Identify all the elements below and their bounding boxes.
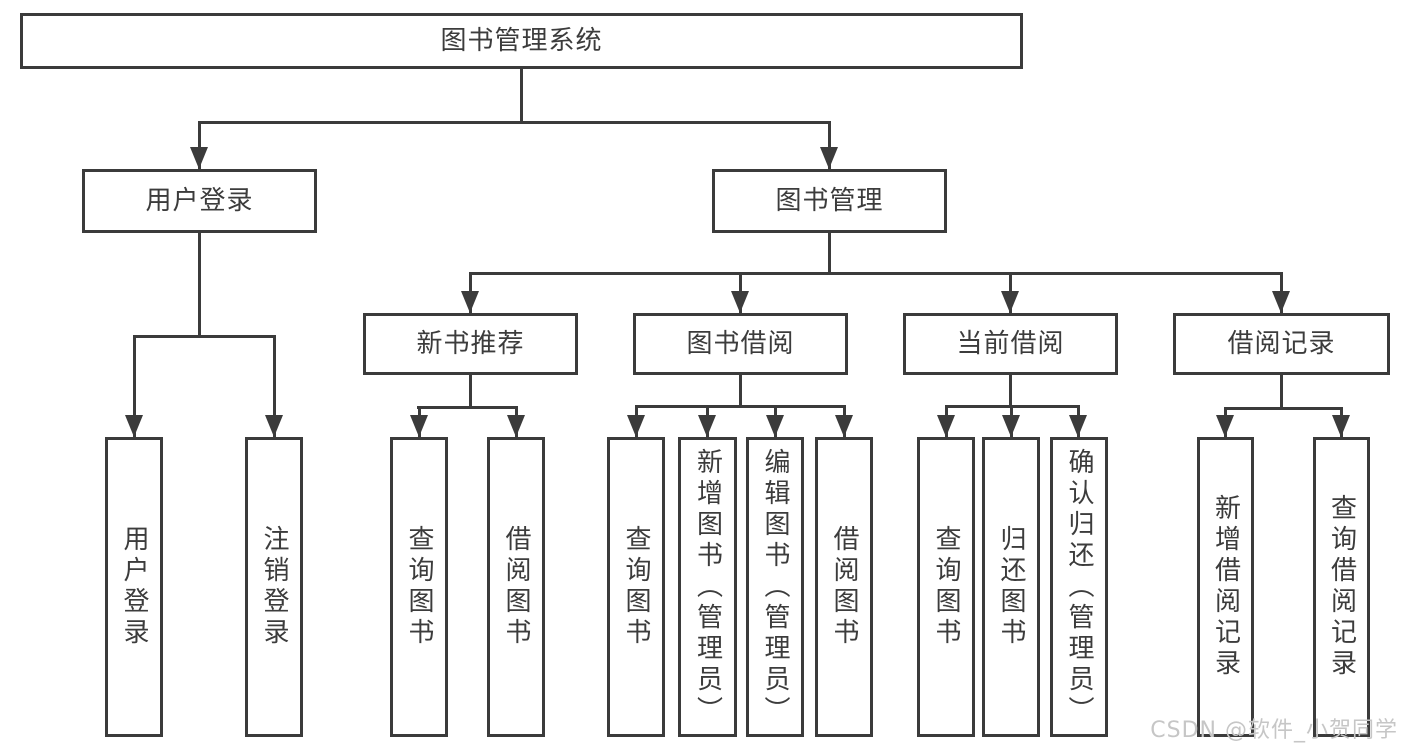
arrowhead-cb-confirm <box>1069 415 1087 437</box>
node-root: 图书管理系统 <box>20 13 1023 69</box>
leaf-bb-edit-books: 编辑图书（管理员） <box>746 437 804 737</box>
arrowhead-nbr-borrow <box>507 415 525 437</box>
leaf-bb-borrow-books: 借阅图书 <box>815 437 873 737</box>
connector-root-stem <box>520 69 523 123</box>
node-new-book-rec-label: 新书推荐 <box>416 329 525 359</box>
node-current-borrow-label: 当前借阅 <box>956 329 1065 359</box>
leaf-bb-borrow-books-label: 借阅图书 <box>829 525 859 649</box>
connector-level2-branch <box>198 121 831 124</box>
leaf-br-query-record-label: 查询借阅记录 <box>1326 494 1357 680</box>
arrowhead-bb-add <box>698 415 716 437</box>
connector-user-login-stem <box>198 233 201 337</box>
connector-book-mgmt-stem <box>828 233 831 275</box>
connector-arrow-leaf-login <box>133 335 136 437</box>
leaf-nbr-borrow-books: 借阅图书 <box>487 437 545 737</box>
arrowhead-br-add <box>1216 415 1234 437</box>
leaf-user-login: 用户登录 <box>105 437 163 737</box>
node-borrow-records-label: 借阅记录 <box>1227 329 1336 359</box>
node-book-borrow-label: 图书借阅 <box>686 329 795 359</box>
leaf-logout-label: 注销登录 <box>259 525 289 649</box>
node-user-login-label: 用户登录 <box>145 186 254 216</box>
node-borrow-records: 借阅记录 <box>1173 313 1390 375</box>
leaf-cb-confirm-return: 确认归还（管理员） <box>1050 437 1108 737</box>
connector-arrow-book-mgmt <box>828 121 831 169</box>
arrowhead-borrow-records <box>1272 291 1290 313</box>
leaf-nbr-query-books: 查询图书 <box>390 437 448 737</box>
leaf-cb-return-books-label: 归还图书 <box>996 525 1026 649</box>
connector-book-borrow-branch <box>635 405 845 408</box>
arrowhead-bb-edit <box>766 415 784 437</box>
connector-arrow-leaf-logout <box>273 335 276 437</box>
node-new-book-rec: 新书推荐 <box>363 313 578 375</box>
leaf-br-query-record: 查询借阅记录 <box>1313 437 1370 737</box>
arrowhead-leaf-logout <box>265 415 283 437</box>
arrowhead-book-borrow <box>731 291 749 313</box>
arrowhead-bb-borrow <box>835 415 853 437</box>
connector-book-borrow-stem <box>739 375 742 407</box>
leaf-cb-confirm-return-label: 确认归还（管理员） <box>1064 447 1094 727</box>
node-user-login: 用户登录 <box>82 169 317 233</box>
arrowhead-current-borrow <box>1001 291 1019 313</box>
leaf-cb-return-books: 归还图书 <box>982 437 1040 737</box>
arrowhead-nbr-query <box>410 415 428 437</box>
node-book-mgmt: 图书管理 <box>712 169 947 233</box>
leaf-logout: 注销登录 <box>245 437 303 737</box>
leaf-bb-edit-books-label: 编辑图书（管理员） <box>760 447 790 727</box>
connector-borrow-records-branch <box>1224 407 1343 410</box>
leaf-nbr-query-books-label: 查询图书 <box>404 525 434 649</box>
connector-current-borrow-stem <box>1009 375 1012 407</box>
leaf-bb-add-books: 新增图书（管理员） <box>678 437 737 737</box>
connector-arrow-user-login <box>198 121 201 169</box>
arrowhead-user-login <box>190 147 208 169</box>
node-book-mgmt-label: 图书管理 <box>775 186 884 216</box>
leaf-user-login-label: 用户登录 <box>119 525 149 649</box>
connector-level3-branch <box>469 272 1282 275</box>
leaf-bb-query-books: 查询图书 <box>607 437 665 737</box>
leaf-nbr-borrow-books-label: 借阅图书 <box>501 525 531 649</box>
leaf-br-add-record-label: 新增借阅记录 <box>1210 494 1241 680</box>
node-current-borrow: 当前借阅 <box>903 313 1118 375</box>
leaf-cb-query-books-label: 查询图书 <box>931 525 961 649</box>
leaf-cb-query-books: 查询图书 <box>917 437 975 737</box>
leaf-br-add-record: 新增借阅记录 <box>1197 437 1254 737</box>
csdn-watermark: CSDN @软件_小贺同学 <box>1150 718 1398 743</box>
connector-new-book-branch <box>417 406 518 409</box>
arrowhead-cb-query <box>937 415 955 437</box>
arrowhead-new-book <box>461 291 479 313</box>
arrowhead-bb-query <box>627 415 645 437</box>
arrowhead-cb-return <box>1002 415 1020 437</box>
connector-new-book-stem <box>469 375 472 408</box>
node-book-borrow: 图书借阅 <box>633 313 848 375</box>
arrowhead-br-query <box>1332 415 1350 437</box>
connector-user-login-branch <box>133 335 275 338</box>
connector-borrow-records-stem <box>1280 375 1283 409</box>
arrowhead-leaf-login <box>125 415 143 437</box>
leaf-bb-add-books-label: 新增图书（管理员） <box>692 447 723 727</box>
arrowhead-book-mgmt <box>820 147 838 169</box>
node-root-label: 图书管理系统 <box>440 26 603 56</box>
leaf-bb-query-books-label: 查询图书 <box>621 525 651 649</box>
